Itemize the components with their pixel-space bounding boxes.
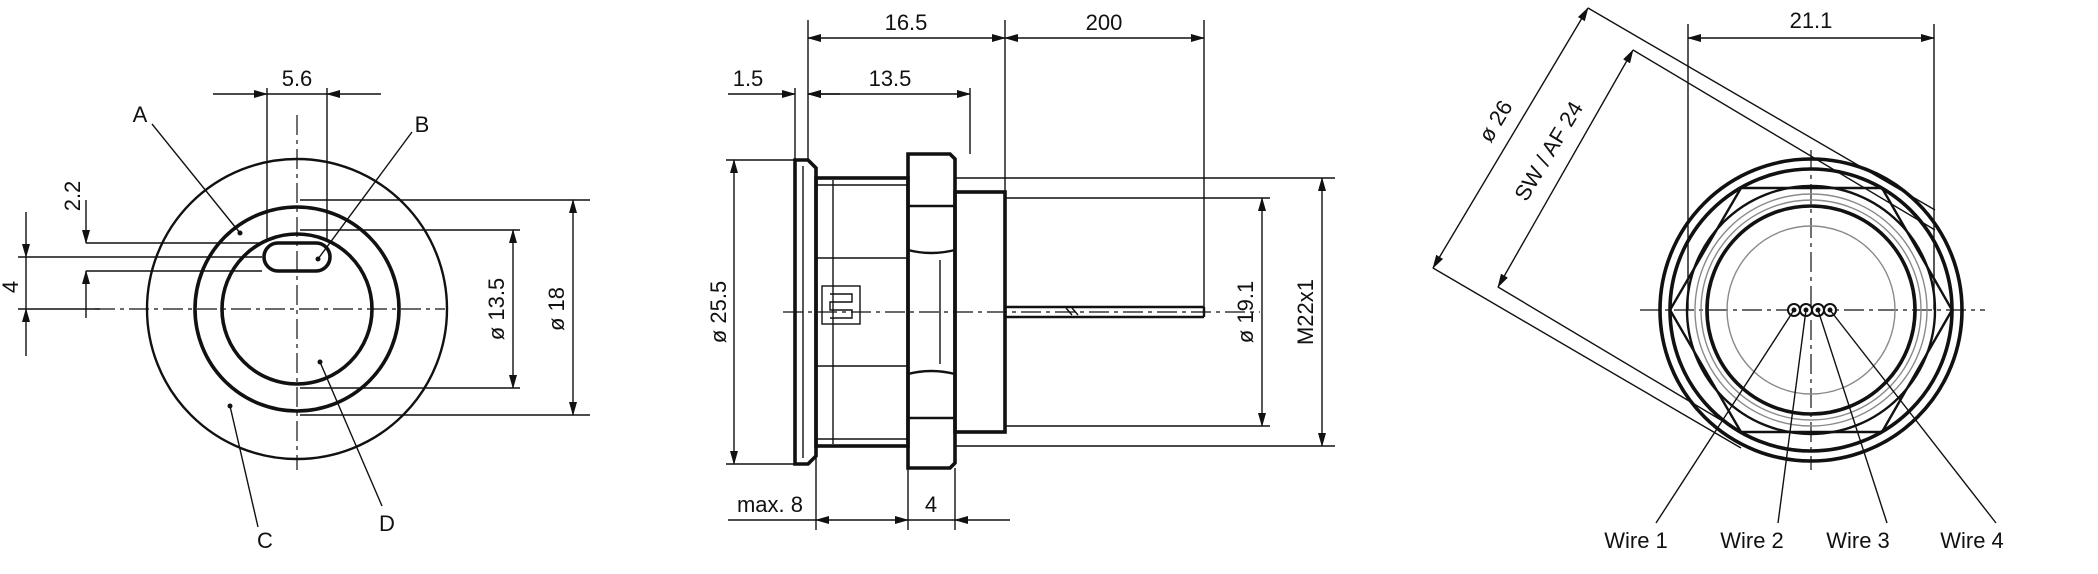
dim-slot-height: 2.2 xyxy=(60,181,85,212)
body-circle xyxy=(1705,204,1917,416)
dim-thread: M22x1 xyxy=(1293,279,1318,345)
dim-nut-thickness: 4 xyxy=(925,492,937,517)
thread-circle xyxy=(1668,167,1954,453)
wire-1-label: Wire 1 xyxy=(1604,528,1668,553)
led-slot xyxy=(262,241,332,273)
dim-flange-diameter: ø 25.5 xyxy=(706,281,731,343)
button-ring xyxy=(193,205,401,413)
dim-cable-length: 200 xyxy=(1086,10,1123,35)
dim-rear-width: 21.1 xyxy=(1790,8,1833,33)
dim-max-panel: max. 8 xyxy=(737,492,803,517)
side-view: 16.5 200 1.5 13.5 ø 25.5 ø 19.1 M22x1 ma… xyxy=(706,10,1335,530)
dim-slot-width: 5.6 xyxy=(282,66,313,91)
dim-thread-length: 13.5 xyxy=(869,66,912,91)
inner-button xyxy=(220,232,374,386)
wire-bundle xyxy=(1787,303,1837,317)
dim-nut-diameter: ø 26 xyxy=(1474,96,1518,147)
nut-circle xyxy=(1658,157,1964,463)
dim-offset: 4 xyxy=(0,281,23,293)
wire-4-label: Wire 4 xyxy=(1940,528,2004,553)
brand-logo xyxy=(821,285,861,325)
label-a: A xyxy=(133,102,148,127)
wire-2-label: Wire 2 xyxy=(1720,528,1784,553)
label-c: C xyxy=(257,528,273,553)
front-view: 5.6 2.2 4 ø 13.5 ø 18 A B C D xyxy=(0,66,590,553)
dim-outer-diameter: ø 18 xyxy=(544,287,569,331)
label-d: D xyxy=(379,511,395,536)
label-b: B xyxy=(415,112,430,137)
mounting-nut xyxy=(906,152,957,470)
rear-view: Wire 1 Wire 2 Wire 3 Wire 4 21.1 ø 26 SW… xyxy=(1432,7,2004,553)
dim-flange: 1.5 xyxy=(733,66,764,91)
rear-body xyxy=(953,190,1007,434)
dim-inner-diameter: ø 13.5 xyxy=(484,278,509,340)
wire-3-label: Wire 3 xyxy=(1826,528,1890,553)
dim-body-diameter: ø 19.1 xyxy=(1233,281,1258,343)
dim-length-total: 16.5 xyxy=(885,10,928,35)
outer-ring xyxy=(145,157,449,461)
